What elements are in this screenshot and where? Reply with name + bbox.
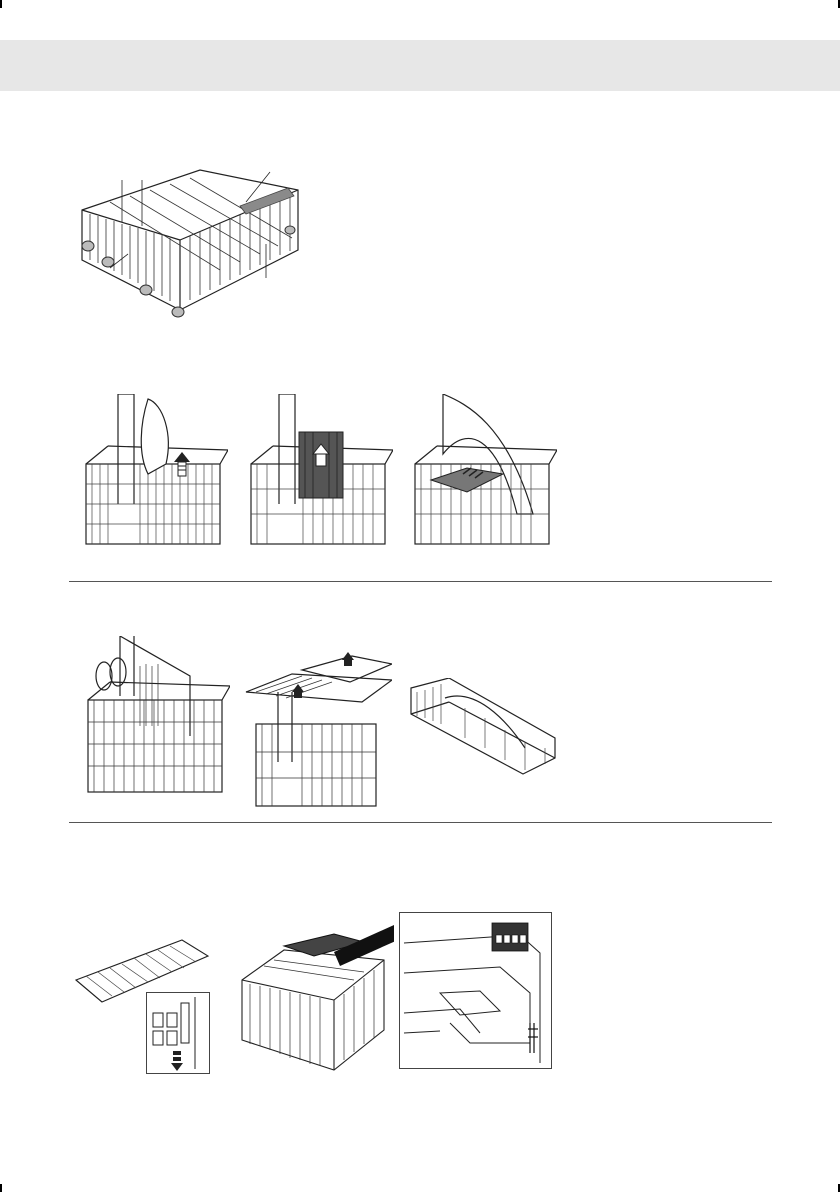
upper-basket-drawing bbox=[234, 920, 394, 1080]
third-rack-detail-inset bbox=[399, 912, 552, 1069]
cutlery-step-1-figure bbox=[78, 394, 228, 564]
page-header-band bbox=[0, 40, 840, 91]
third-rack-detail-small-inset bbox=[146, 992, 210, 1074]
lower-basket-drawing bbox=[70, 150, 315, 322]
upper-basket-figure bbox=[234, 920, 394, 1080]
cutlery-loaded-drawing bbox=[80, 636, 230, 806]
down-arrow-icon bbox=[171, 1051, 183, 1071]
cutlery-step-2-drawing bbox=[243, 394, 393, 564]
cutlery-step-1-drawing bbox=[78, 394, 228, 564]
section-divider-2 bbox=[69, 822, 772, 823]
section-divider-1 bbox=[69, 581, 772, 582]
small-inset-drawing bbox=[147, 993, 209, 1073]
cutlery-step-3-figure bbox=[407, 394, 557, 564]
cutlery-step-2-figure bbox=[243, 394, 393, 564]
crop-mark-bottom-left bbox=[0, 1184, 2, 1192]
cutlery-tray-drawing bbox=[405, 678, 557, 788]
up-arrow-icon-2 bbox=[342, 652, 354, 666]
cutlery-lids-drawing bbox=[242, 652, 392, 812]
detail-inset-drawing bbox=[400, 913, 551, 1068]
lower-basket-figure bbox=[70, 150, 315, 322]
cutlery-loaded-figure bbox=[80, 636, 230, 806]
crop-mark-top-left bbox=[0, 0, 2, 8]
cutlery-step-3-drawing bbox=[407, 394, 557, 564]
cutlery-tray-figure bbox=[405, 678, 557, 788]
cutlery-lids-figure bbox=[242, 652, 392, 812]
